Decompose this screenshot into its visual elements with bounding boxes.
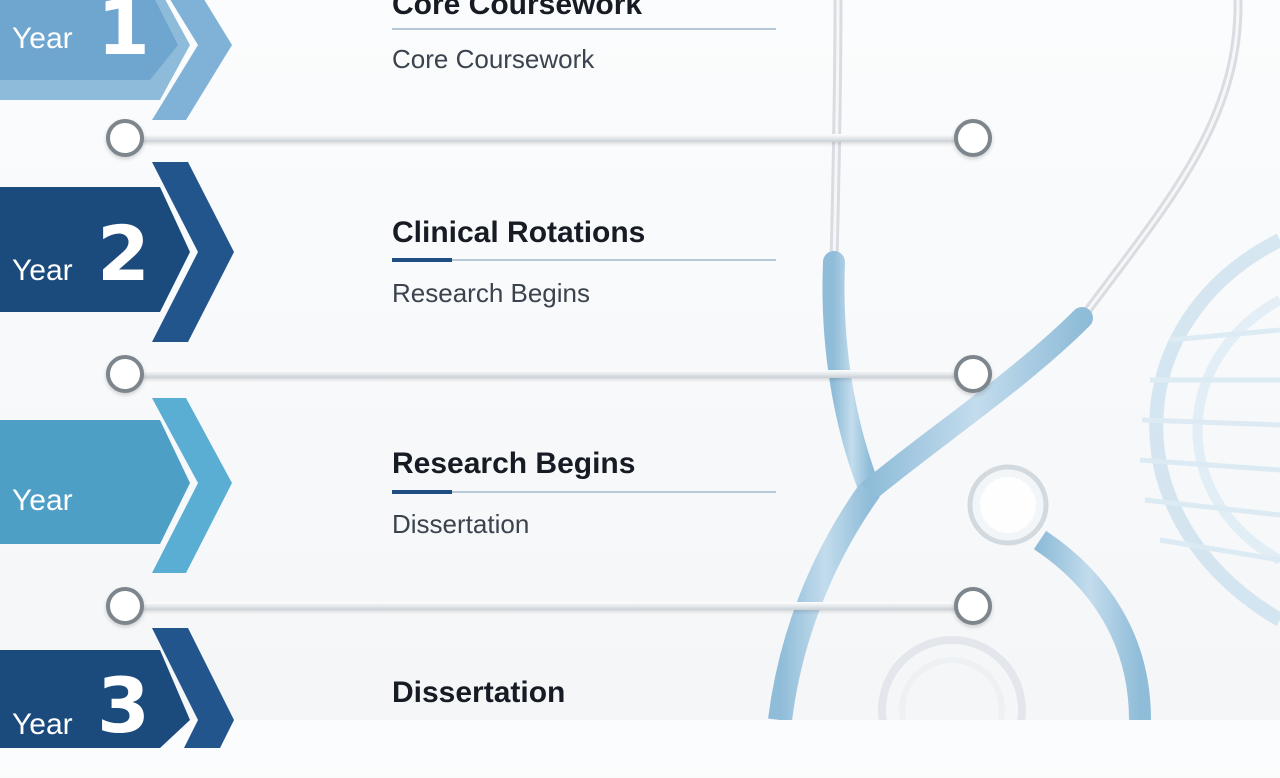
year-number: 3 bbox=[97, 661, 150, 750]
year-3-tab: Year bbox=[0, 398, 240, 573]
timeline-node-right bbox=[954, 119, 992, 157]
year-2-tab: Year 2 bbox=[0, 162, 240, 342]
chevron-icon bbox=[0, 0, 232, 120]
year-label: Year bbox=[12, 484, 73, 517]
timeline-connector bbox=[124, 602, 972, 610]
title-accent-bar bbox=[392, 490, 452, 494]
background-medical-illustration bbox=[768, 0, 1280, 720]
chevron-icon bbox=[0, 398, 232, 573]
year-label: Year bbox=[12, 22, 73, 55]
timeline-node-right bbox=[954, 355, 992, 393]
year-label: Year bbox=[12, 254, 73, 287]
milestone-title: Clinical Rotations bbox=[392, 216, 646, 249]
timeline-connector bbox=[124, 370, 972, 378]
timeline: Year 1 Core Coursework Core Coursework Y… bbox=[0, 0, 992, 748]
year-number: 1 bbox=[97, 0, 150, 72]
timeline-node-left bbox=[106, 119, 144, 157]
timeline-connector bbox=[124, 134, 972, 142]
timeline-node-right bbox=[954, 587, 992, 625]
milestone-title: Core Coursework bbox=[392, 0, 643, 21]
milestone-subtitle: Dissertation bbox=[392, 509, 530, 539]
dna-helix-illustration bbox=[1139, 233, 1280, 627]
year-4-tab: Year 3 bbox=[0, 628, 240, 778]
year-label: Year bbox=[12, 708, 73, 741]
timeline-node-left bbox=[106, 587, 144, 625]
milestone-subtitle: Research Begins bbox=[392, 278, 590, 308]
chevron-icon bbox=[0, 162, 234, 342]
timeline-node-left bbox=[106, 355, 144, 393]
year-number: 2 bbox=[97, 209, 150, 298]
year-1-tab: Year 1 bbox=[0, 0, 240, 120]
title-accent-bar bbox=[392, 258, 452, 262]
milestone-title: Research Begins bbox=[392, 447, 636, 480]
stethoscope-illustration bbox=[768, 0, 1243, 720]
milestone-subtitle: Core Coursework bbox=[392, 44, 595, 74]
title-underline bbox=[392, 28, 776, 30]
title-underline bbox=[392, 490, 776, 494]
milestone-title: Dissertation bbox=[392, 676, 566, 709]
title-underline bbox=[392, 258, 776, 262]
